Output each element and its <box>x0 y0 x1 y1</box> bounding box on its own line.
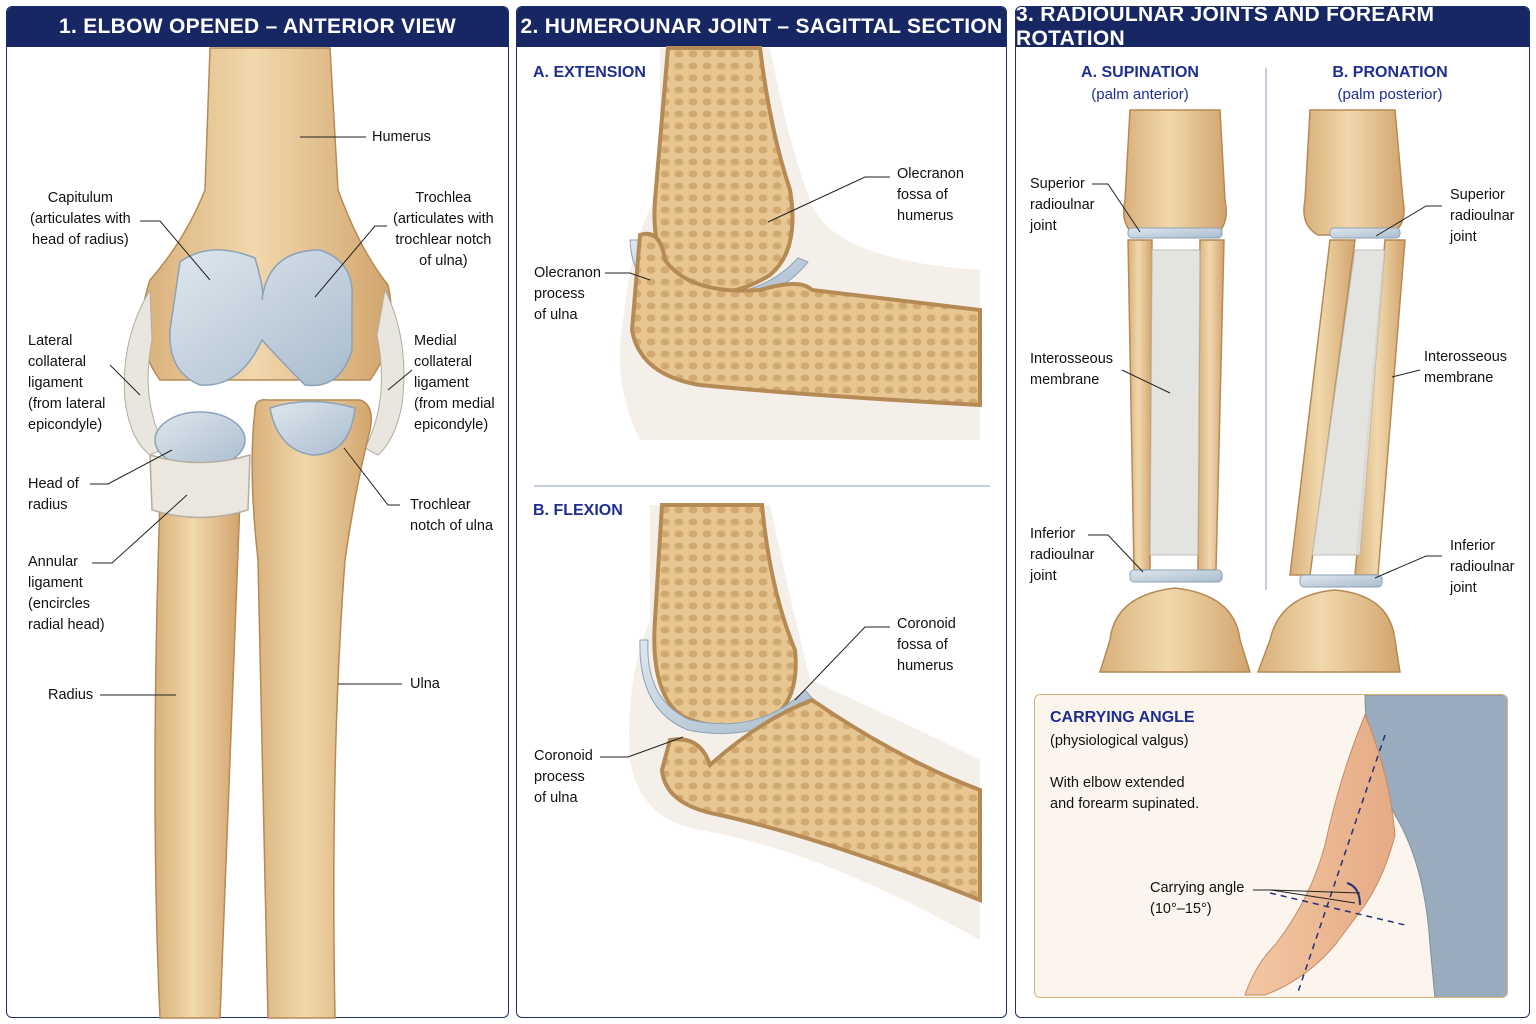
subtitle-flexion: B. FLEXION <box>533 502 623 519</box>
sagittal-flexion-illustration <box>600 176 982 940</box>
subtitle-extension: A. EXTENSION <box>533 64 646 81</box>
label-sup-superior-radioulnar: Superior radioulnar joint <box>1030 176 1095 234</box>
panel-title: 3. RADIOULNAR JOINTS AND FOREARM ROTATIO… <box>1016 7 1529 50</box>
carrying-angle-label: Carrying angle (10°–15°) <box>1150 880 1245 917</box>
label-sup-inferior-radioulnar: Inferior radioulnar joint <box>1030 526 1095 584</box>
carrying-angle-note: With elbow extended and forearm supinate… <box>1050 775 1200 812</box>
carrying-angle-subtitle: (physiological valgus) <box>1050 733 1189 749</box>
label-olecranon-fossa: Olecranon fossa of humerus <box>897 166 964 224</box>
label-annular-ligament: Annular ligament (encircles radial head) <box>28 554 105 633</box>
label-coronoid-fossa: Coronoid fossa of humerus <box>897 616 956 674</box>
label-trochlear-notch: Trochlear notch of ulna <box>410 497 494 534</box>
label-pro-interosseous: Interosseous membrane <box>1424 349 1508 386</box>
subtitle-supination: A. SUPINATION (palm anterior) <box>1060 62 1220 106</box>
panel-title: 1. ELBOW OPENED – ANTERIOR VIEW <box>7 7 508 47</box>
sagittal-extension-illustration <box>620 46 982 440</box>
supination-illustration <box>1088 109 1252 673</box>
label-trochlea: Trochlea (articulates with trochlear not… <box>393 190 494 269</box>
label-head-of-radius: Head of radius <box>28 476 79 513</box>
label-lateral-collateral-ligament: Lateral collateral ligament (from latera… <box>28 333 106 433</box>
supination-heading: A. SUPINATION <box>1081 64 1199 81</box>
label-pro-superior-radioulnar: Superior radioulnar joint <box>1450 187 1515 245</box>
pronation-heading: B. PRONATION <box>1332 64 1448 81</box>
label-radius: Radius <box>48 687 94 703</box>
label-capitulum: Capitulum (articulates with head of radi… <box>30 190 131 248</box>
carrying-angle-box: CARRYING ANGLE (physiological valgus) Wi… <box>1034 694 1508 998</box>
elbow-anterior-illustration <box>90 47 413 1019</box>
label-olecranon-process: Olecranon process of ulna <box>534 265 601 323</box>
pronation-note: (palm posterior) <box>1337 86 1443 103</box>
pronation-illustration <box>1256 109 1442 673</box>
label-humerus: Humerus <box>372 129 431 145</box>
subtitle-pronation: B. PRONATION (palm posterior) <box>1310 62 1470 106</box>
panel-title: 2. HUMEROUNAR JOINT – SAGITTAL SECTION <box>517 7 1006 47</box>
label-pro-inferior-radioulnar: Inferior radioulnar joint <box>1450 538 1515 596</box>
label-sup-interosseous: Interosseous membrane <box>1030 351 1114 388</box>
supination-note: (palm anterior) <box>1091 86 1189 103</box>
label-medial-collateral-ligament: Medial collateral ligament (from medial … <box>414 333 495 433</box>
label-ulna: Ulna <box>410 676 440 692</box>
label-coronoid-process: Coronoid process of ulna <box>534 748 593 806</box>
carrying-angle-illustration <box>1244 695 1507 997</box>
carrying-angle-title: CARRYING ANGLE <box>1050 709 1195 726</box>
